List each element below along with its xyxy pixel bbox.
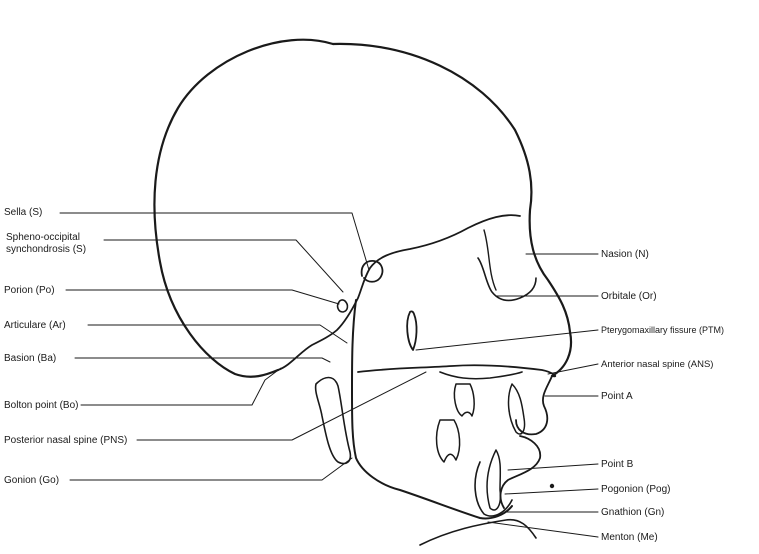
- label-menton: Menton (Me): [601, 532, 658, 543]
- molar-lower: [437, 420, 460, 462]
- label-sella: Sella (S): [4, 207, 42, 218]
- orbit-rim: [484, 230, 496, 290]
- lower-lip: [501, 436, 541, 508]
- leader-pns: [137, 372, 426, 440]
- sella-turcica: [362, 261, 383, 282]
- label-ptm: Pterygomaxillary fissure (PTM): [601, 325, 724, 336]
- palate: [440, 372, 522, 379]
- label-gnathion: Gnathion (Gn): [601, 507, 664, 518]
- cranium-outline: [154, 40, 333, 377]
- label-orbitale: Orbitale (Or): [601, 291, 657, 302]
- cervical-vertebra: [316, 378, 351, 464]
- label-gonion: Gonion (Go): [4, 475, 59, 486]
- leader-pogonion: [505, 489, 598, 494]
- label-spheno-line2: synchondrosis (S): [6, 244, 86, 255]
- label-nasion: Nasion (N): [601, 249, 649, 260]
- label-spheno-line1: Spheno-occipital: [6, 232, 80, 243]
- label-point-b: Point B: [601, 459, 633, 470]
- leader-porion: [66, 290, 339, 304]
- maxilla-floor: [358, 365, 555, 376]
- lower-incisor: [487, 450, 500, 510]
- molar-upper: [454, 384, 474, 416]
- leader-sella: [60, 213, 369, 270]
- leader-spheno: [104, 240, 343, 292]
- neck-line: [420, 520, 536, 545]
- label-bolton: Bolton point (Bo): [4, 400, 79, 411]
- symphysis: [475, 462, 512, 516]
- porion-ring: [338, 300, 348, 312]
- label-pns: Posterior nasal spine (PNS): [4, 435, 127, 446]
- leader-bolton: [81, 368, 281, 405]
- leader-articulare: [88, 325, 347, 343]
- ptm-fissure: [407, 311, 416, 350]
- label-articulare: Articulare (Ar): [4, 320, 66, 331]
- label-pogonion: Pogonion (Pog): [601, 484, 671, 495]
- leader-lines-right: [416, 254, 598, 537]
- orbit: [478, 258, 536, 300]
- cranial-base: [278, 215, 520, 370]
- ramus-posterior: [352, 300, 512, 518]
- leader-point-b: [508, 464, 598, 470]
- label-basion: Basion (Ba): [4, 353, 56, 364]
- leader-menton: [488, 522, 598, 537]
- leader-ans: [548, 364, 598, 374]
- label-point-a: Point A: [601, 391, 633, 402]
- leader-gonion: [70, 458, 352, 480]
- cranium-outline-front: [333, 44, 571, 376]
- pogonion-dot: [550, 484, 554, 488]
- label-porion: Porion (Po): [4, 285, 55, 296]
- label-ans: Anterior nasal spine (ANS): [601, 359, 713, 370]
